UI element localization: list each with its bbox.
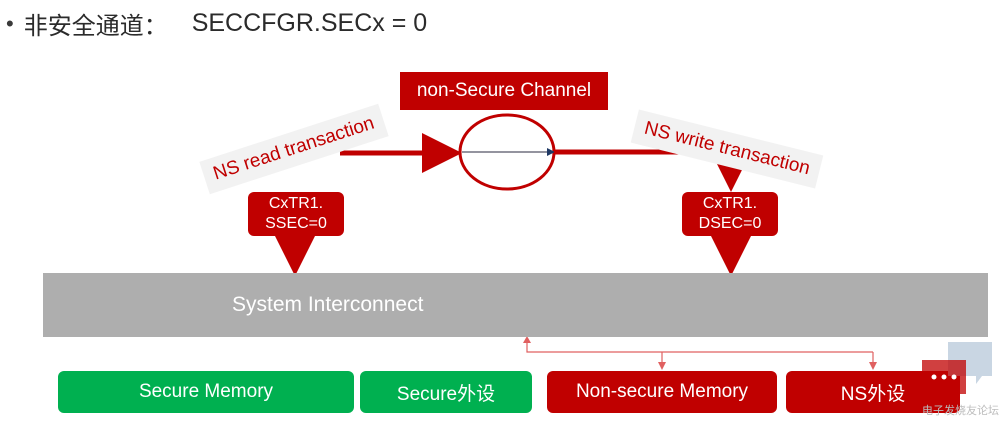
read-register-line2: SSEC=0: [265, 215, 327, 232]
non-secure-channel-label: non-Secure Channel: [400, 72, 608, 110]
title-chinese: 非安全通道：: [23, 12, 168, 40]
bullet: •: [6, 10, 14, 36]
ns-connector-line: [526, 338, 873, 353]
system-interconnect-label: System Interconnect: [232, 293, 424, 316]
title-register: SECCFGR.SECx = 0: [191, 9, 428, 37]
write-register-line1: CxTR1.: [702, 195, 758, 212]
slide-title: • 非安全通道： SECCFGR.SECx = 0: [6, 6, 427, 41]
watermark-text: 电子发烧友论坛: [922, 404, 999, 417]
interconnect-connector-arrowhead: [523, 336, 531, 343]
secure-memory-box: Secure Memory: [58, 371, 354, 413]
read-register-box: CxTR1. SSEC=0: [248, 192, 344, 236]
system-interconnect-bar: [43, 273, 988, 337]
channel-pass-arrowhead: [547, 148, 555, 156]
secure-peripheral-box: Secure外设: [360, 371, 532, 413]
non-secure-memory-box: Non-secure Memory: [547, 371, 777, 413]
watermark-chat-icon: [922, 342, 992, 402]
read-register-line1: CxTR1.: [268, 195, 324, 212]
write-register-line2: DSEC=0: [698, 215, 762, 232]
write-register-box: CxTR1. DSEC=0: [682, 192, 778, 236]
